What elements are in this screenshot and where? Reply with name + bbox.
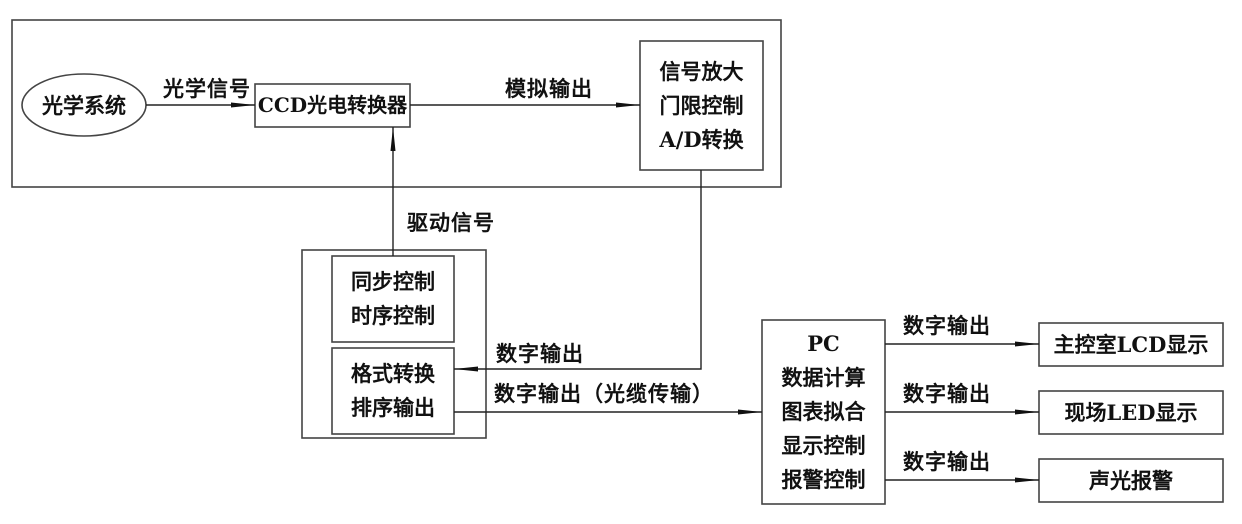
pc-label: PC 数据计算 图表拟合 显示控制 报警控制	[762, 320, 885, 504]
edge-label-analog-output: 模拟输出	[505, 76, 593, 101]
ccd-converter-label: CCD光电转换器	[255, 84, 410, 127]
signal-processing-line: 信号放大	[659, 58, 744, 84]
pc-line: 数据计算	[781, 365, 866, 390]
edge-label-pc-to-led: 数字输出	[903, 381, 991, 406]
format-convert-label: 格式转换 排序输出	[332, 348, 454, 434]
edge-label-pc-to-lcd: 数字输出	[903, 313, 991, 338]
edge-label-digital-output-fiber: 数字输出（光缆传输）	[494, 381, 714, 406]
lcd-display-label: 主控室LCD显示	[1039, 323, 1223, 366]
pc-line: 显示控制	[781, 433, 866, 458]
signal-processing-line: A/D转换	[659, 126, 744, 152]
lcd-display-text: 主控室LCD显示	[1053, 332, 1209, 357]
format-convert-line: 格式转换	[351, 361, 435, 386]
format-convert-node	[331, 347, 455, 435]
led-display-text: 现场LED显示	[1064, 400, 1198, 425]
edge-label-digital-output: 数字输出	[496, 341, 584, 366]
led-display-label: 现场LED显示	[1039, 391, 1223, 434]
format-convert-line: 排序输出	[351, 395, 435, 420]
edge-signal-to-format	[454, 170, 702, 372]
edge-label-optical-signal: 光学信号	[163, 76, 251, 101]
alarm-text: 声光报警	[1089, 468, 1173, 493]
pc-line: 报警控制	[781, 467, 866, 492]
pc-line: PC	[807, 331, 840, 356]
signal-processing-label: 信号放大 门限控制 A/D转换	[640, 41, 763, 170]
optical-system-text: 光学系统	[42, 92, 126, 118]
sync-timing-label: 同步控制 时序控制	[332, 256, 454, 342]
driver-frame	[301, 249, 487, 439]
signal-processing-line: 门限控制	[659, 92, 744, 118]
pc-line: 图表拟合	[781, 399, 866, 424]
ccd-converter-text: CCD光电转换器	[257, 93, 408, 117]
sync-timing-line: 同步控制	[351, 269, 435, 294]
sync-timing-line: 时序控制	[351, 303, 435, 328]
edge-label-pc-to-alarm: 数字输出	[903, 449, 991, 474]
alarm-label: 声光报警	[1039, 459, 1223, 502]
edge-label-drive-signal: 驱动信号	[407, 210, 495, 235]
optical-frame	[11, 19, 782, 188]
optical-system-label: 光学系统	[22, 74, 146, 136]
